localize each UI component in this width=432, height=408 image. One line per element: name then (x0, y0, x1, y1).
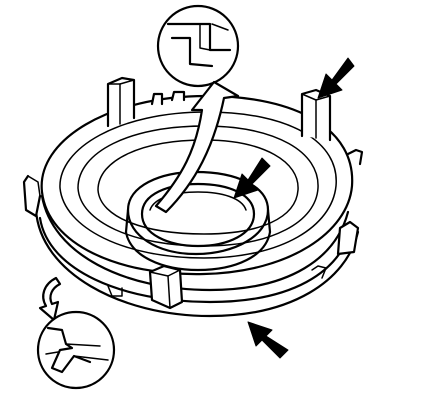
tab-back-left (106, 76, 136, 128)
hub-base (124, 230, 272, 272)
detail-tab-edge (166, 22, 232, 52)
curved-up-arrow-icon (154, 80, 240, 214)
top-detail-circle (156, 4, 240, 88)
rib-1 (59, 111, 337, 259)
hub-side-right (266, 208, 272, 234)
hub-side-left (124, 208, 130, 234)
tab-notch-center (170, 90, 186, 102)
top-tabs (22, 76, 364, 310)
tab-notch-left (150, 92, 164, 106)
tab-side-left (22, 174, 42, 218)
bottom-detail-circle (36, 310, 116, 390)
outer-rim-lower-edge (34, 208, 360, 318)
detail-lip-profile (46, 326, 92, 374)
top-right-tab-arrow-icon (317, 57, 355, 99)
outer-rim-arrow-icon (247, 321, 289, 359)
tab-front-right (336, 220, 360, 256)
tab-side-right (346, 148, 364, 166)
rim-lug-left (107, 285, 123, 297)
outer-rim-mid-edge (38, 216, 354, 304)
rim-lug-right (311, 265, 327, 279)
inner-bore-arrow-icon (233, 157, 271, 199)
outer-rim-upper-edge (40, 194, 350, 292)
curved-down-arrow-icon (38, 276, 62, 322)
rib-3 (97, 139, 299, 235)
inner-bore-shadow (149, 191, 247, 211)
